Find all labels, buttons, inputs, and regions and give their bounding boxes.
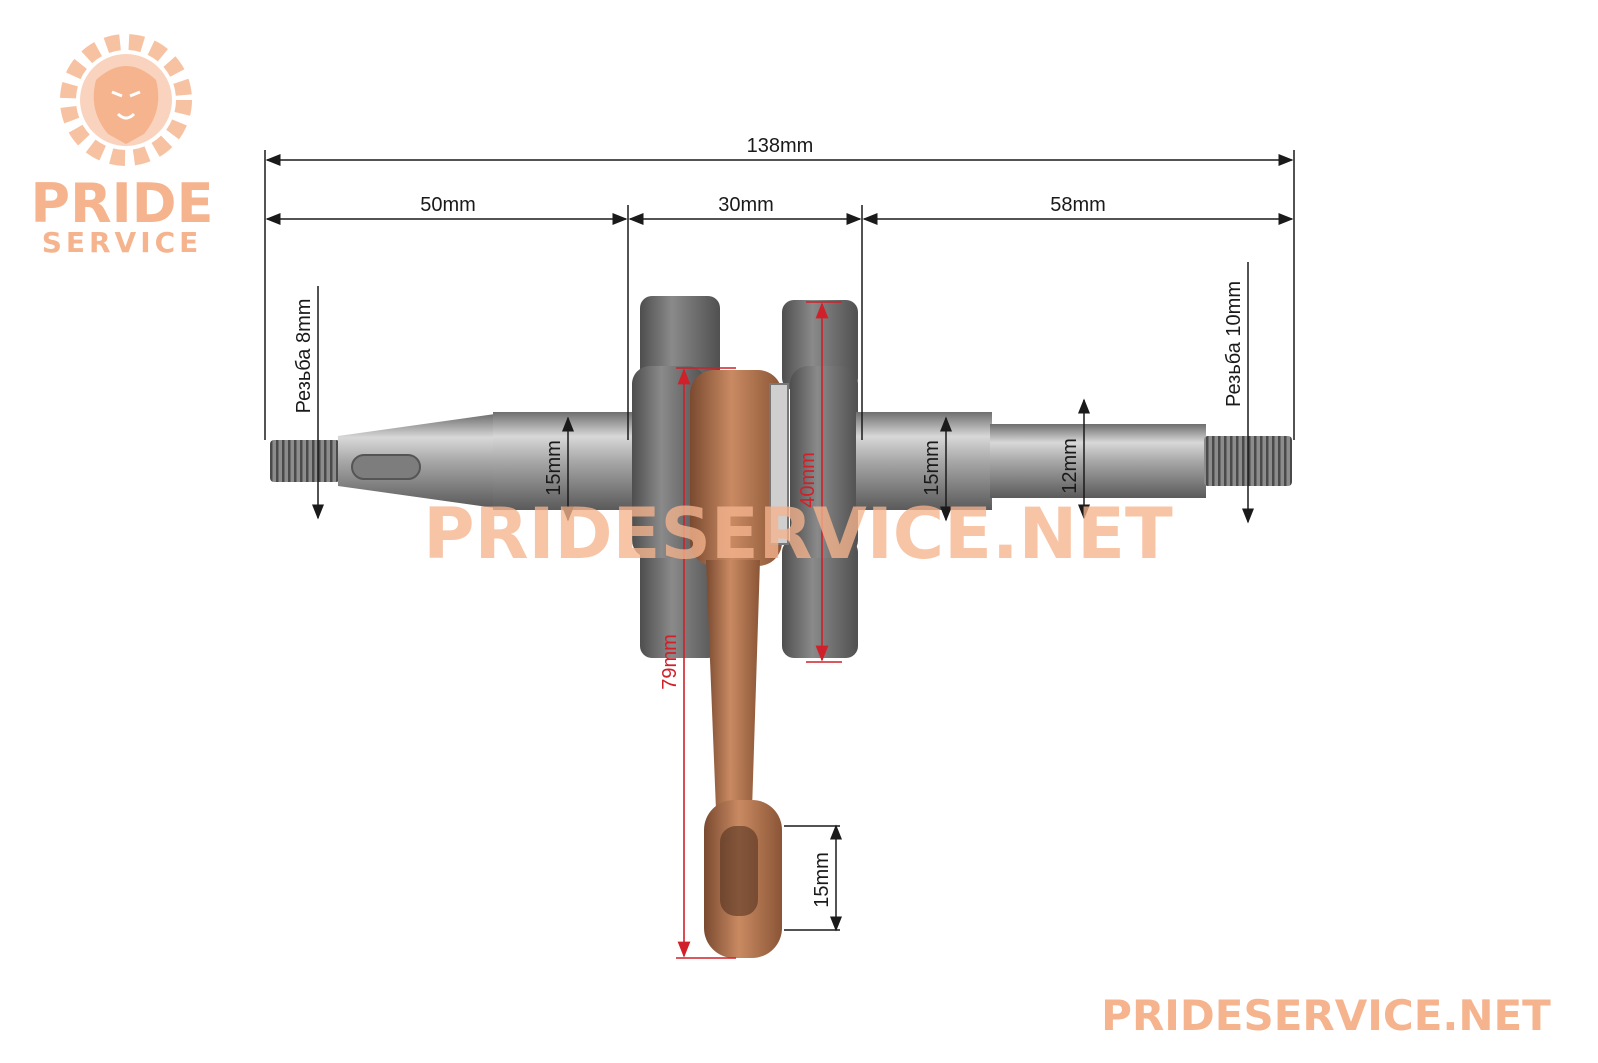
small-end-bore [720,826,758,916]
keyway-slot [351,454,421,480]
label-right-shaft-diameter: 12mm [1059,438,1081,494]
connecting-rod [690,370,789,958]
big-end [690,370,782,566]
dimension-lines-red [676,301,842,959]
watermark-center: PRIDESERVICE.NET [423,493,1173,575]
label-left-journal: 15mm [543,440,565,496]
label-total-length: 138mm [747,135,814,157]
label-left-shaft: 50mm [420,194,476,216]
rod-beam [706,560,760,810]
label-left-thread: Резьба 8mm [293,299,315,414]
label-conrod-length: 79mm [659,634,681,690]
logo-line2: SERVICE [42,226,203,259]
label-right-thread: Резьба 10mm [1223,281,1245,407]
left-counterweight-top [640,296,720,386]
right-shaft [990,424,1206,498]
needle-bearing [769,383,789,545]
label-small-end: 15mm [811,852,833,908]
label-right-shaft: 58mm [1050,194,1106,216]
right-journal [856,412,992,510]
label-crank-width: 30mm [718,194,774,216]
left-thread [270,440,340,482]
label-right-journal: 15mm [921,440,943,496]
lion-gear-icon [60,34,192,166]
logo-line1: PRIDE [31,172,214,235]
dimension-lines [264,150,1295,932]
label-crank-web: 40mm [797,452,819,508]
brand-logo: PRIDE SERVICE [31,34,214,259]
watermark-corner: PRIDESERVICE.NET [1101,991,1551,1040]
